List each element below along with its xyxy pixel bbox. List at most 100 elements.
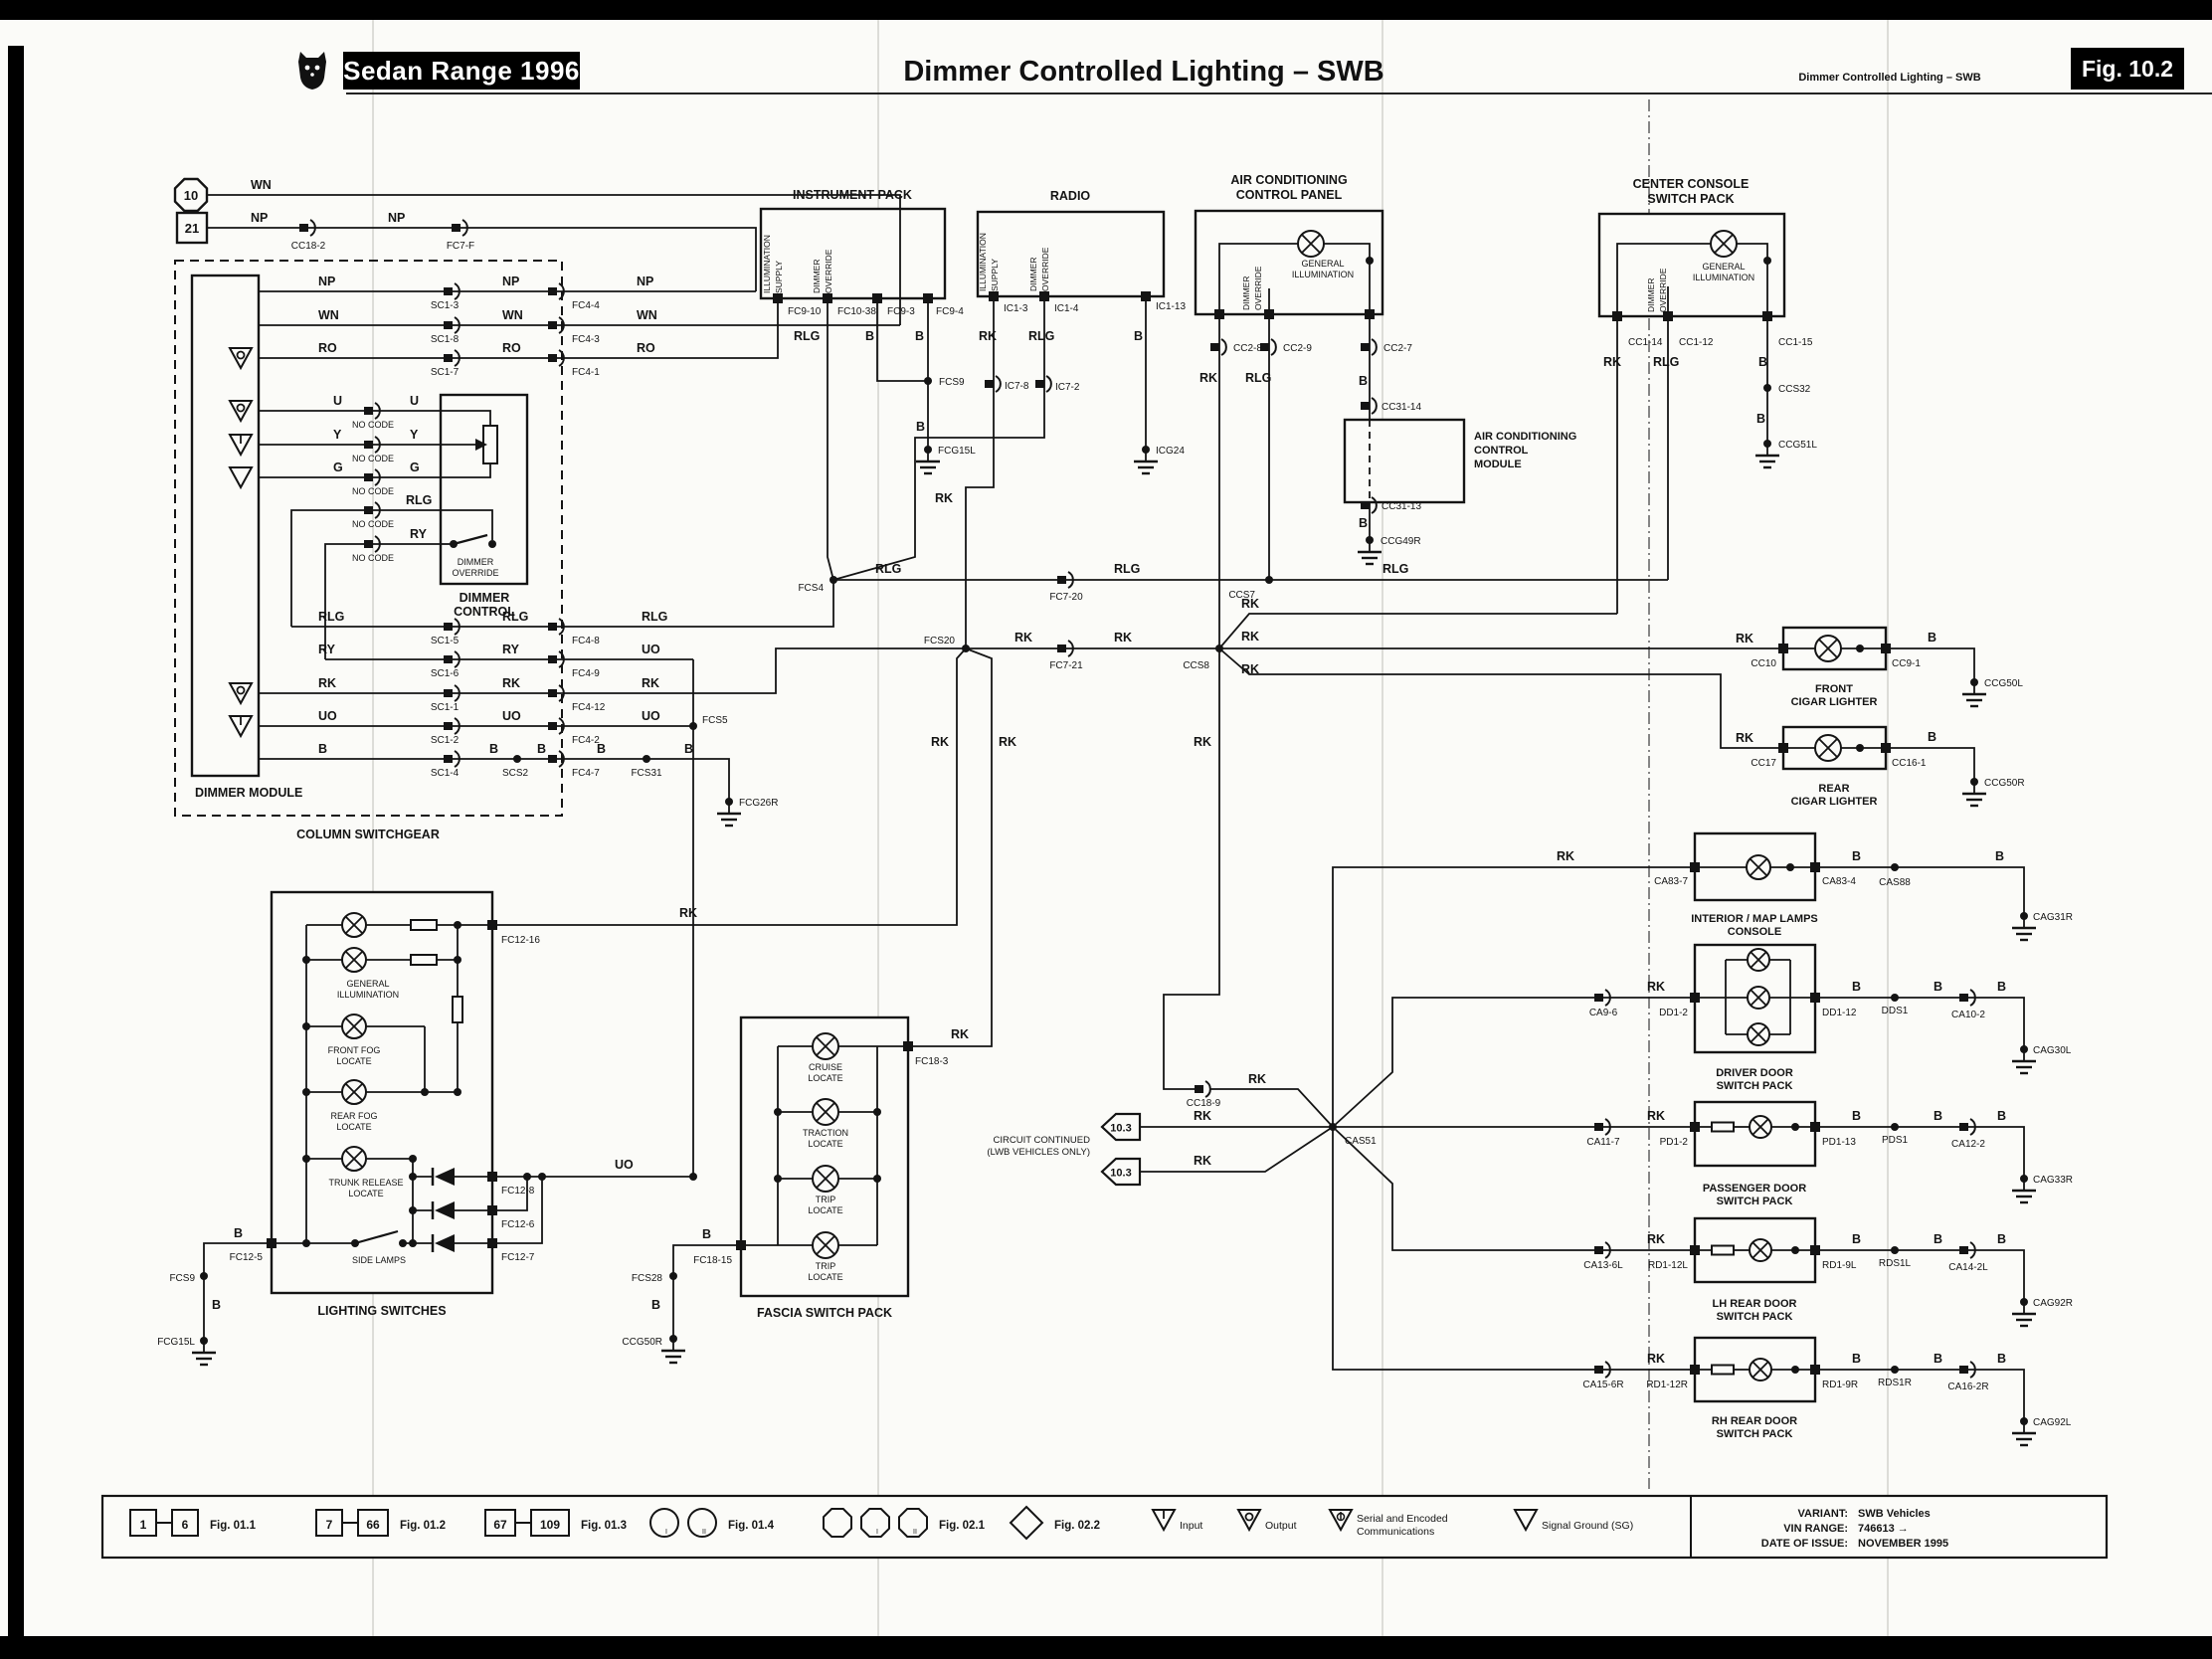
- arrow-head: [475, 439, 487, 451]
- legend-number: 66: [366, 1518, 380, 1532]
- connector-icon: [1594, 994, 1603, 1002]
- splice-dot: [1891, 1246, 1899, 1254]
- diagram-label: CC1-15: [1778, 337, 1813, 348]
- splice-dot: [1856, 645, 1864, 652]
- legend-number: 7: [326, 1518, 333, 1532]
- legend-item-square: [171, 1509, 199, 1537]
- diagram-label: B: [865, 329, 874, 343]
- pin: [823, 293, 832, 303]
- diagram-label: FC9-4: [936, 306, 964, 317]
- signal-triangle-icon: [228, 434, 254, 458]
- diagram-label: RK: [1557, 849, 1574, 863]
- splice-dot: [873, 1108, 881, 1116]
- connector-arc: [454, 282, 461, 300]
- connector-arc: [454, 618, 461, 636]
- connector-icon: [1959, 994, 1968, 1002]
- diagram-label: LOCATE: [808, 1073, 842, 1083]
- diagram-label: DIMMER: [1646, 278, 1656, 312]
- diagram-label: RK: [931, 735, 949, 749]
- connector-arc: [1604, 1118, 1611, 1136]
- diagram-label: FCS9: [169, 1273, 195, 1284]
- diagram-label: RK: [1241, 597, 1259, 611]
- diagram-label: RK: [1647, 980, 1665, 994]
- diagram-label: CAG31R: [2033, 912, 2073, 923]
- wire: [259, 410, 491, 426]
- diagram-label: RO: [502, 341, 521, 355]
- legend-fig-label: Fig. 02.1: [939, 1520, 986, 1532]
- legend-item-octagon: [898, 1508, 928, 1538]
- wire: [259, 647, 966, 694]
- diagram-label: Y: [410, 428, 419, 442]
- connector-arc: [1270, 338, 1277, 356]
- diagram-label: FC7-20: [1049, 592, 1083, 603]
- legend-number: 67: [493, 1518, 507, 1532]
- diagram-label: OVERRIDE: [1658, 268, 1668, 312]
- lamp-x: [1749, 857, 1768, 877]
- diagram-label: DIMMER: [460, 591, 510, 605]
- legend-symbol-triangle: [1151, 1509, 1177, 1533]
- diagram-label: CC17: [1751, 758, 1776, 769]
- header-rule: [346, 92, 2212, 94]
- connector-icon: [1594, 1246, 1603, 1254]
- diagram-label: RK: [1014, 631, 1032, 645]
- variant-value: NOVEMBER 1995: [1858, 1538, 1948, 1550]
- diagram-label: FC12-5: [230, 1252, 264, 1263]
- splice-dot: [523, 1173, 531, 1181]
- diagram-label: DIMMER: [1028, 258, 1038, 291]
- diagram-label: B: [1756, 412, 1765, 426]
- splice-dot: [962, 645, 970, 652]
- connector-arc: [1969, 1241, 1976, 1259]
- diagram-label: REAR: [1818, 783, 1849, 795]
- diode-icon: [435, 1201, 455, 1219]
- splice-dot: [1366, 257, 1374, 265]
- diagram-label: B: [1934, 1232, 1942, 1246]
- splice-dot: [421, 1088, 429, 1096]
- pin: [989, 291, 999, 301]
- diagram-label: RK: [1241, 662, 1259, 676]
- legend-item-circle: [687, 1508, 717, 1538]
- wire: [291, 580, 834, 628]
- legend-symbol-triangle: [1513, 1509, 1539, 1533]
- diagram-label: CA83-7: [1654, 876, 1688, 887]
- diagram-label: RLG: [1114, 562, 1140, 576]
- lamp-x: [816, 1169, 835, 1189]
- pin: [736, 1240, 746, 1250]
- legend-bar: [100, 1494, 2109, 1560]
- diagram-label: B: [1997, 980, 2006, 994]
- splice-dot: [302, 1088, 310, 1096]
- diagram-label: FC7-21: [1049, 660, 1083, 671]
- diagram-label: CAS51: [1345, 1136, 1377, 1147]
- connector-icon: [444, 722, 453, 730]
- splice-dot: [1763, 384, 1771, 392]
- legend-fig-label: Fig. 01.2: [400, 1520, 446, 1532]
- pin: [1810, 1365, 1820, 1375]
- diagram-label: DIMMER: [1241, 276, 1251, 310]
- diagram-label: CC9-1: [1892, 658, 1921, 669]
- legend-number: 1: [140, 1518, 147, 1532]
- legend-item-circle: [649, 1508, 679, 1538]
- diagram-label: RLG: [875, 562, 901, 576]
- diagram-label: DIMMER: [458, 557, 494, 567]
- diagram-label: FASCIA SWITCH PACK: [757, 1306, 892, 1320]
- legend-fig-label: Fig. 01.1: [210, 1520, 257, 1532]
- diagram-label: DD1-12: [1822, 1008, 1857, 1018]
- diagram-label: FC18-15: [693, 1255, 732, 1266]
- diagram-label: NP: [388, 211, 405, 225]
- connector-icon: [444, 655, 453, 663]
- pin: [1690, 1245, 1700, 1255]
- diagram-label: CRUISE: [809, 1062, 842, 1072]
- diagram-label: RK: [1241, 630, 1259, 644]
- diagram-label: RY: [502, 643, 520, 656]
- splice-dot: [1891, 1123, 1899, 1131]
- bottom-black-bar: [0, 1636, 2212, 1659]
- diagram-label: CONTROL PANEL: [1236, 188, 1343, 202]
- pin: [1214, 309, 1224, 319]
- connector-arc: [309, 219, 316, 237]
- diagram-label: RK: [1248, 1072, 1266, 1086]
- diagram-label: LH REAR DOOR: [1713, 1298, 1797, 1310]
- splice-dot: [1856, 744, 1864, 752]
- diagram-label: RK: [1194, 1154, 1211, 1168]
- connector-icon: [444, 689, 453, 697]
- diagram-label: FRONT: [1815, 683, 1853, 695]
- diagram-label: CCG50R: [622, 1337, 662, 1348]
